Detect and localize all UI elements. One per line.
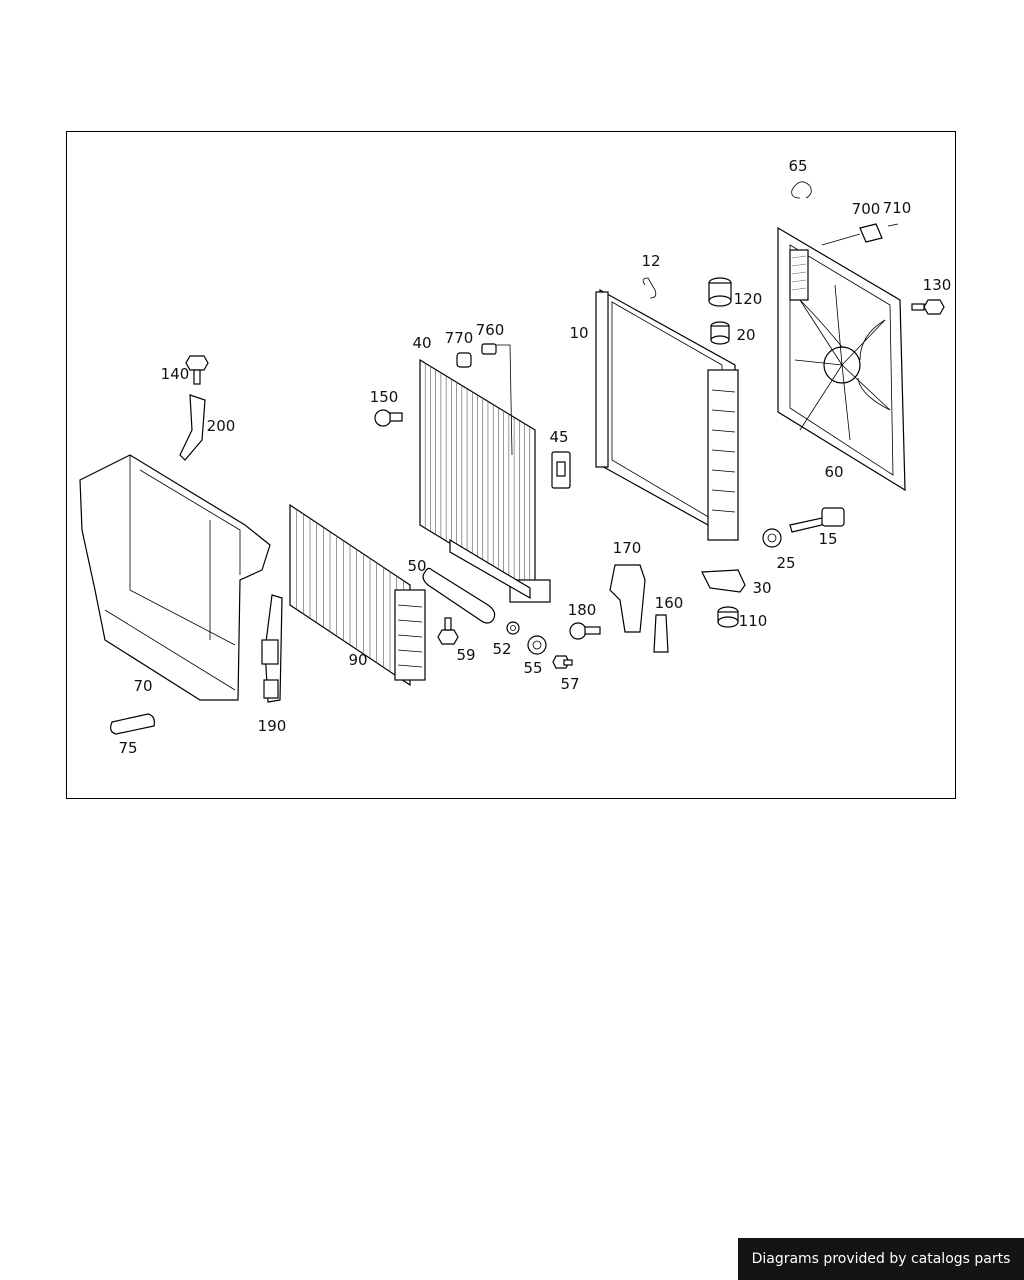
part-label-20: 20 <box>736 326 755 344</box>
fan-shroud-drawing[interactable] <box>777 226 906 492</box>
parts-770-760-drawing[interactable] <box>456 343 513 456</box>
diagram-frame <box>66 131 956 799</box>
part-label-140: 140 <box>161 365 190 383</box>
hose-75-drawing[interactable] <box>110 713 155 735</box>
part-labels: 65 700 710 130 12 120 10 20 40 770 760 1… <box>118 157 951 757</box>
part-label-45: 45 <box>549 428 568 446</box>
part-label-15: 15 <box>818 530 837 548</box>
part-label-75: 75 <box>118 739 137 757</box>
grommet-55-drawing[interactable] <box>527 635 547 655</box>
part-label-160: 160 <box>655 594 684 612</box>
part-label-59: 59 <box>456 646 475 664</box>
mount-110-drawing[interactable] <box>717 606 739 628</box>
part-label-52: 52 <box>492 640 511 658</box>
part-label-10: 10 <box>569 324 588 342</box>
bracket-30-drawing[interactable] <box>701 569 746 593</box>
condenser-drawing[interactable] <box>419 358 551 603</box>
bracket-200-drawing[interactable] <box>179 394 206 461</box>
part-label-65: 65 <box>788 157 807 175</box>
bracket-45-drawing[interactable] <box>551 451 571 489</box>
part-label-60: 60 <box>824 463 843 481</box>
part-label-90: 90 <box>348 651 367 669</box>
clip-65-drawing[interactable] <box>791 181 812 199</box>
part-label-57: 57 <box>560 675 579 693</box>
air-duct-drawing[interactable] <box>79 454 271 701</box>
footer-credit-text: Diagrams provided by catalogs parts <box>751 1251 1011 1267</box>
part-label-150: 150 <box>370 388 399 406</box>
clip-12-drawing[interactable] <box>642 277 657 299</box>
part-label-120: 120 <box>734 290 763 308</box>
bolt-130-drawing[interactable] <box>911 299 945 315</box>
bolt-150-drawing[interactable] <box>374 409 403 427</box>
part-label-130: 130 <box>923 276 952 294</box>
drier-drawing[interactable] <box>422 538 531 624</box>
bolt-59-drawing[interactable] <box>437 617 459 645</box>
part-label-770: 770 <box>445 329 474 347</box>
part-label-25: 25 <box>776 554 795 572</box>
part-label-110: 110 <box>739 612 768 630</box>
parts-700-710-drawing[interactable] <box>821 223 899 246</box>
charge-air-cooler-drawing[interactable] <box>289 503 426 687</box>
part-label-40: 40 <box>412 334 431 352</box>
part-label-50: 50 <box>407 557 426 575</box>
part-label-30: 30 <box>752 579 771 597</box>
bolt-180-drawing[interactable] <box>569 622 601 640</box>
footer-credit-banner: Diagrams provided by catalogs parts <box>738 1238 1024 1280</box>
seal-25-drawing[interactable] <box>762 528 782 548</box>
part-label-190: 190 <box>258 717 287 735</box>
part-label-55: 55 <box>523 659 542 677</box>
part-label-700: 700 <box>852 200 881 218</box>
bracket-160-drawing[interactable] <box>653 614 669 653</box>
radiator-drawing[interactable] <box>595 288 739 542</box>
bolt-57-drawing[interactable] <box>552 655 573 669</box>
bracket-170-drawing[interactable] <box>609 564 646 633</box>
part-label-12: 12 <box>641 252 660 270</box>
washer-52-drawing[interactable] <box>506 621 520 635</box>
part-label-70: 70 <box>133 677 152 695</box>
bracket-190-drawing[interactable] <box>261 594 283 703</box>
part-label-710: 710 <box>883 199 912 217</box>
bolt-140-drawing[interactable] <box>185 355 209 385</box>
part-label-180: 180 <box>568 601 597 619</box>
part-label-200: 200 <box>207 417 236 435</box>
part-label-170: 170 <box>613 539 642 557</box>
cap-120-drawing[interactable] <box>708 277 732 307</box>
sensor-15-drawing[interactable] <box>789 507 845 533</box>
part-20-drawing[interactable] <box>710 321 730 345</box>
part-label-760: 760 <box>476 321 505 339</box>
